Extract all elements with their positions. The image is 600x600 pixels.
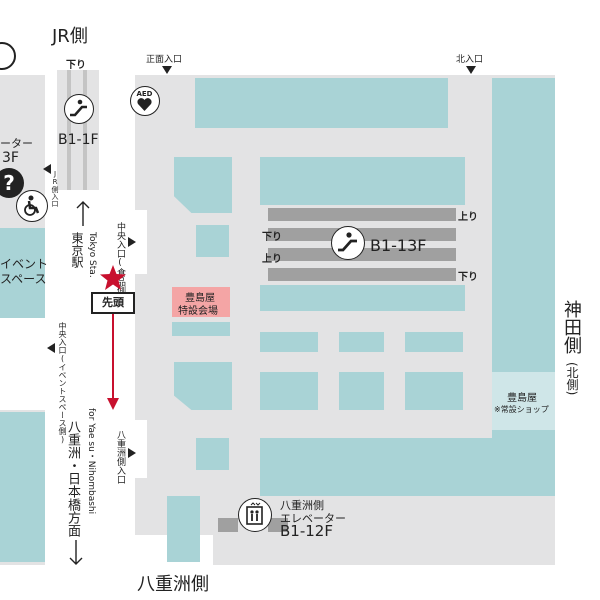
central-entrance-event-label: 中央入口(イベントスペース側) xyxy=(58,322,67,444)
jr-side-label: JR側 xyxy=(52,26,88,47)
jr-side-entrance-arrow-icon xyxy=(43,164,51,174)
north-entrance-arrow-icon xyxy=(466,66,476,74)
escalator-icon-center xyxy=(331,226,365,260)
store-row-b-2 xyxy=(339,372,384,410)
left-white-gap xyxy=(0,318,45,410)
store-row-a-3 xyxy=(405,332,463,352)
store-row-b-3 xyxy=(405,372,463,410)
store-left-mid xyxy=(172,322,230,336)
store-lower-left xyxy=(174,362,232,410)
jr-escalator-track xyxy=(57,70,99,190)
store-small-lower-left xyxy=(196,438,229,470)
kanda-side-note: (北側) xyxy=(565,362,579,396)
escalator-bar-4 xyxy=(268,268,456,281)
escalator-up-label-1: 上り xyxy=(458,212,478,223)
elevator-label-1: 八重洲側 xyxy=(280,499,324,512)
yaesu-direction-label: 八重洲・日本橋方面 xyxy=(65,420,80,537)
escalator-bar-3 xyxy=(268,248,456,261)
tokyo-station-direction-arrow-icon xyxy=(76,201,90,226)
yaesu-direction-en-label: for Yae su・Nihombashi xyxy=(86,408,96,515)
center-escalator-floor-label: B1-13F xyxy=(370,236,427,255)
wheelchair-icon xyxy=(16,190,48,222)
queue-route-arrow xyxy=(107,314,119,410)
event-space-block xyxy=(0,228,45,318)
elevator-label-2: エレベーター xyxy=(280,512,346,525)
front-entrance-arrow-icon xyxy=(162,66,172,74)
elevator-floor-label: B1-12F xyxy=(280,522,333,540)
front-entrance-label: 正面入口 xyxy=(146,55,183,65)
yaesu-side-label: 八重洲側 xyxy=(137,574,209,595)
store-upper-left xyxy=(174,157,232,213)
toshimaya-special-venue xyxy=(172,287,230,317)
kanda-side-label: 神田側 xyxy=(561,300,582,354)
tokyo-station-label: 東京駅 xyxy=(70,232,84,268)
store-center-top xyxy=(260,157,465,205)
tokyo-station-en-label: Tokyo Sta. xyxy=(87,232,97,278)
north-entrance-label: 北入口 xyxy=(456,55,484,65)
elevator-icon xyxy=(238,498,272,532)
jr-side-entrance-label: JR側入口 xyxy=(51,170,59,207)
toshimaya-permanent-shop xyxy=(492,372,555,430)
store-row-a-2 xyxy=(339,332,384,352)
left-elevator-partial-label: ーター xyxy=(0,137,33,150)
escalator-down-label-2: 下り xyxy=(458,272,478,283)
queue-head-star-icon xyxy=(100,265,126,290)
left-lower-block xyxy=(0,412,45,562)
elevator-bar-2 xyxy=(268,518,288,532)
yaesu-direction-arrow-icon xyxy=(69,540,83,565)
toshimaya-special-label-1: 豊島屋 xyxy=(185,293,215,304)
queue-head-box: 先頭 xyxy=(91,292,135,314)
central-entrance-food-arrow-icon xyxy=(128,237,136,247)
toshimaya-permanent-label-1: 豊島屋 xyxy=(507,393,537,404)
store-row-b-1 xyxy=(260,372,318,410)
left-floor-partial-label: 3F xyxy=(2,150,19,166)
store-bottom-long xyxy=(260,438,555,496)
elevator-bar-1 xyxy=(218,518,238,532)
store-bottom-left-column xyxy=(167,496,200,562)
store-right-column xyxy=(492,78,555,496)
event-space-label-1: イベント xyxy=(0,257,49,271)
store-center-mid xyxy=(260,285,465,311)
escalator-icon-left xyxy=(64,94,94,124)
floor-notch-left xyxy=(135,210,147,274)
central-entrance-event-arrow-icon xyxy=(47,343,55,353)
escalator-down-label-1: 下り xyxy=(262,232,282,243)
store-row-a-1 xyxy=(260,332,318,352)
escalator-bar-1 xyxy=(268,208,456,221)
jr-escalator-floor-label: B1-1F xyxy=(58,132,99,148)
yaesu-side-entrance-arrow-icon xyxy=(128,448,136,458)
escalator-up-label-2: 上り xyxy=(262,254,282,265)
info-icon: ? xyxy=(0,168,24,198)
toshimaya-permanent-label-2: ※常設ショップ xyxy=(494,405,549,414)
jr-escalator-down-label: 下り xyxy=(66,60,86,71)
event-space-label-2: スペース xyxy=(0,272,47,286)
floor-notch-left-2 xyxy=(135,420,147,478)
store-small-left xyxy=(196,225,229,257)
toshimaya-special-label-2: 特設会場 xyxy=(178,306,218,317)
toilet-icon xyxy=(0,42,16,70)
aed-icon: AED xyxy=(130,86,160,116)
store-top-long xyxy=(195,78,448,128)
central-entrance-food-label: 中央入口(食品側) xyxy=(115,222,125,305)
yaesu-side-entrance-label: 八重洲側入口 xyxy=(115,430,125,484)
